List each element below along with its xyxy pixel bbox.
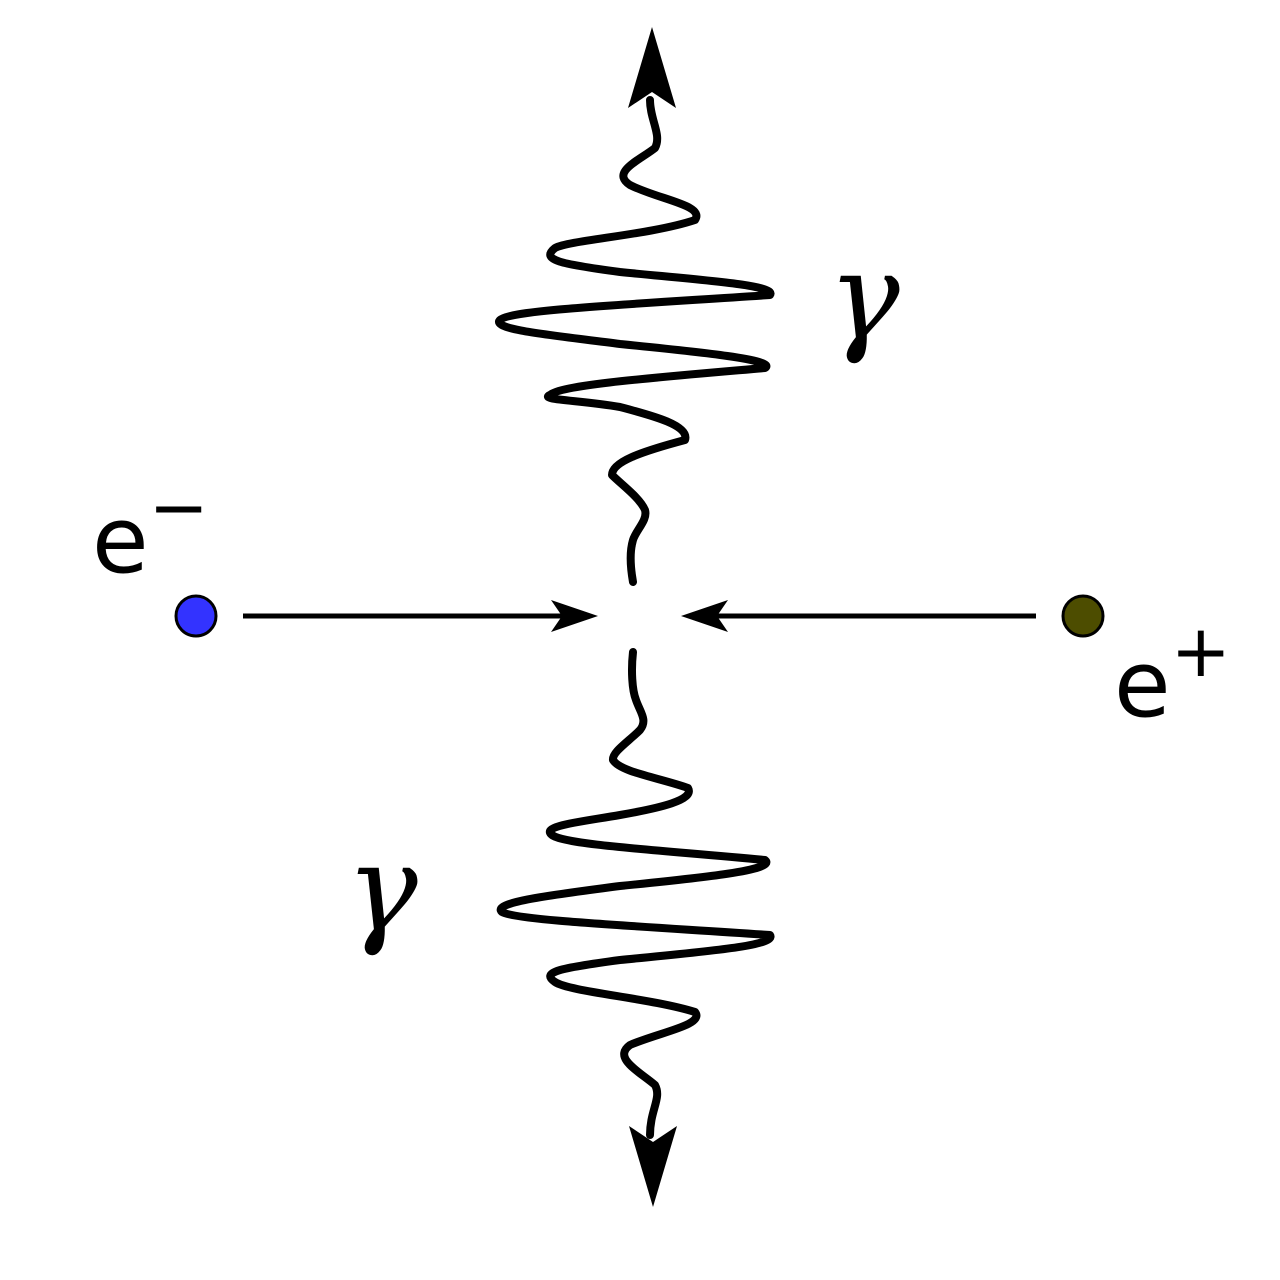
photon-top-label: γ [828, 228, 900, 367]
electron-symbol: e [92, 487, 149, 594]
positron-arrow [681, 600, 1036, 632]
electron-arrow [243, 600, 598, 632]
positron-symbol: e [1114, 631, 1171, 738]
photon-top-wave [495, 27, 775, 586]
photon-top-arrowhead [628, 27, 676, 108]
positron-label: e+ [1114, 609, 1231, 738]
positron-charge: + [1171, 609, 1231, 693]
positron-dot [1061, 594, 1105, 638]
photon-bottom-arrowhead [629, 1126, 677, 1207]
electron-label: e− [92, 465, 209, 594]
electron-charge: − [149, 465, 209, 549]
electron-dot [174, 594, 218, 638]
photon-bottom-label: γ [346, 820, 418, 959]
photon-bottom-wave [496, 648, 775, 1207]
